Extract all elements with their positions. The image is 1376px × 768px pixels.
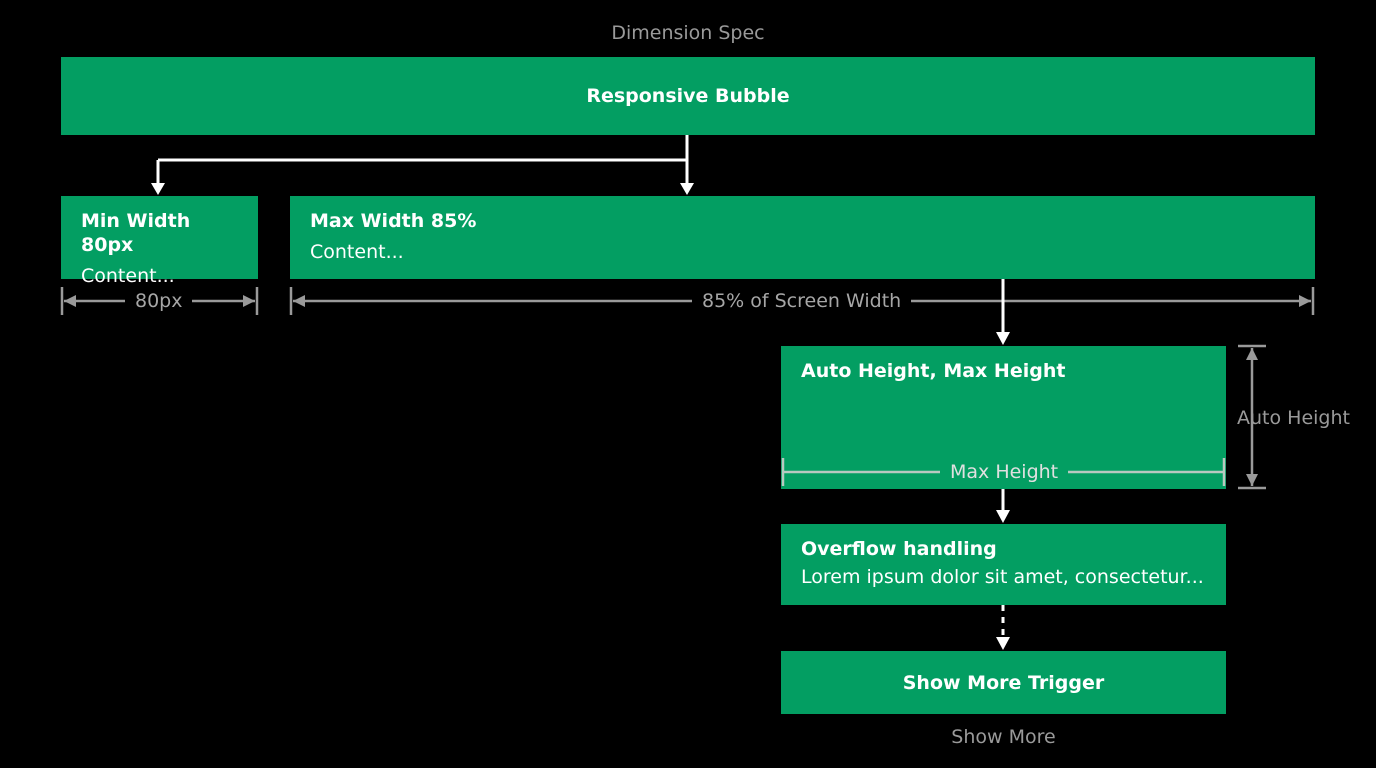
arrow-to-auto-height [996,279,1010,345]
min-width-title: Min Width 80px [81,210,191,256]
min-width-node: Min Width 80px Content... [61,196,258,287]
responsive-bubble-node: Responsive Bubble [61,57,1315,135]
arrow-to-overflow [996,489,1010,523]
show-more-trigger-node[interactable]: Show More Trigger [781,651,1226,714]
overflow-node: Overflow handling Lorem ipsum dolor sit … [781,524,1226,605]
auto-height-title: Auto Height, Max Height [801,360,1066,382]
auto-height-dimension-label: Auto Height [1237,407,1350,429]
arrow-to-max-width [680,160,694,195]
show-more-trigger-title: Show More Trigger [902,671,1105,694]
responsive-bubble-title: Responsive Bubble [586,85,790,107]
overflow-title: Overflow handling [801,538,997,560]
min-width-dimension-label: 80px [125,289,193,313]
page-title: Dimension Spec [611,22,765,44]
max-width-content: Content... [310,241,404,263]
max-width-node: Max Width 85% Content... [290,196,1315,279]
dashed-arrow-to-show-more-trigger [996,605,1010,650]
max-width-dimension-label: 85% of Screen Width [692,289,912,313]
overflow-content: Lorem ipsum dolor sit amet, consectetur.… [801,566,1204,588]
max-height-dimension-label: Max Height [940,460,1069,484]
show-more-caption: Show More [951,726,1056,748]
arrow-to-min-width [151,160,165,195]
min-width-content: Content... [81,265,175,287]
connector-bubble-to-widths [158,135,689,162]
max-width-title: Max Width 85% [310,210,477,232]
